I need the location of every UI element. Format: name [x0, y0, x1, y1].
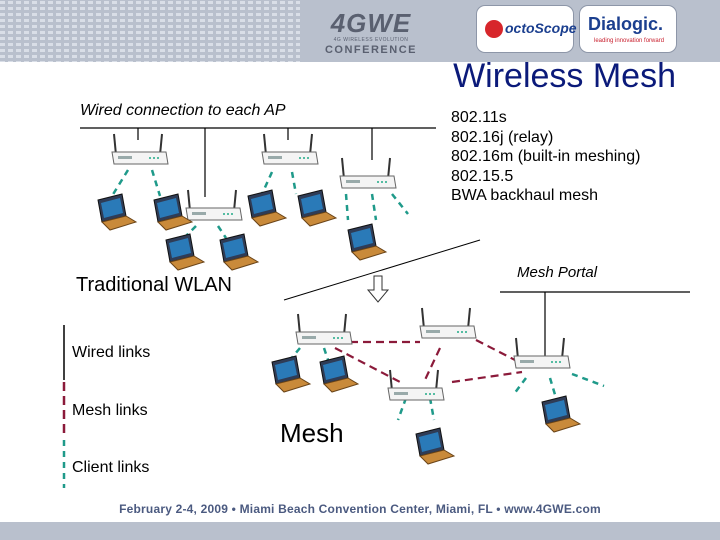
wireless-router-icon	[295, 313, 353, 345]
traditional-wlan-label: Traditional WLAN	[76, 274, 232, 296]
laptop-icon	[415, 427, 455, 465]
laptop-icon	[541, 395, 581, 433]
wireless-router-icon	[185, 189, 243, 221]
dialogic-logo-text: Dialogic.	[588, 14, 664, 34]
wireless-router-icon	[339, 157, 397, 189]
legend-mesh-label: Mesh links	[72, 402, 148, 419]
client-links-traditional	[110, 169, 409, 239]
wireless-router-icon	[513, 337, 571, 369]
conference-logo-word: CONFERENCE	[324, 44, 417, 56]
dialogic-logo: Dialogic. leading innovation forward	[580, 6, 676, 52]
wireless-router-icon	[419, 307, 477, 339]
conference-logo-sub: 4G WIRELESS EVOLUTION	[333, 37, 409, 43]
header-pattern	[0, 0, 300, 62]
section-divider-line	[283, 239, 481, 301]
laptop-icon	[297, 189, 337, 227]
list-item: 802.11s	[451, 109, 507, 126]
list-item: BWA backhaul mesh	[451, 187, 599, 204]
list-item: 802.15.5	[451, 167, 514, 185]
conference-logo-main: 4GWE	[330, 8, 412, 38]
laptop-icon	[219, 233, 259, 271]
laptop-icon	[347, 223, 387, 261]
list-item: 802.16j (relay)	[451, 128, 554, 146]
wired-connection-caption: Wired connection to each AP	[80, 102, 286, 119]
wireless-router-icon	[261, 133, 319, 165]
slide-title: Wireless Mesh	[453, 57, 676, 95]
mesh-portal-label: Mesh Portal	[517, 264, 598, 281]
dialogic-logo-tagline: leading innovation forward	[594, 38, 665, 44]
conference-logo: 4GWE 4G WIRELESS EVOLUTION CONFERENCE	[316, 10, 426, 60]
laptop-icon	[97, 193, 137, 231]
footer-band	[0, 522, 720, 540]
laptop-icon	[165, 233, 205, 271]
legend-wired-label: Wired links	[72, 344, 151, 361]
footer-text: February 2-4, 2009 • Miami Beach Convent…	[119, 502, 601, 516]
legend-client-label: Client links	[72, 459, 150, 476]
client-links-mesh	[289, 347, 605, 421]
wireless-router-icon	[387, 369, 445, 401]
mesh-label: Mesh	[280, 418, 344, 448]
laptop-icon	[247, 189, 287, 227]
octoscope-mark-icon	[485, 20, 503, 38]
standards-list: 802.11s 802.16j (relay) 802.16m (built-i…	[451, 108, 640, 206]
laptop-icon	[319, 355, 359, 393]
wireless-router-icon	[111, 133, 169, 165]
octoscope-logo-text: octoScope	[505, 20, 577, 36]
laptop-icon	[271, 355, 311, 393]
list-item: 802.16m (built-in meshing)	[451, 148, 641, 165]
octoscope-logo: octoScope	[477, 6, 577, 52]
header-band: 4GWE 4G WIRELESS EVOLUTION CONFERENCE oc…	[0, 0, 720, 62]
down-arrow-icon	[366, 275, 390, 303]
mesh-links	[334, 339, 523, 384]
